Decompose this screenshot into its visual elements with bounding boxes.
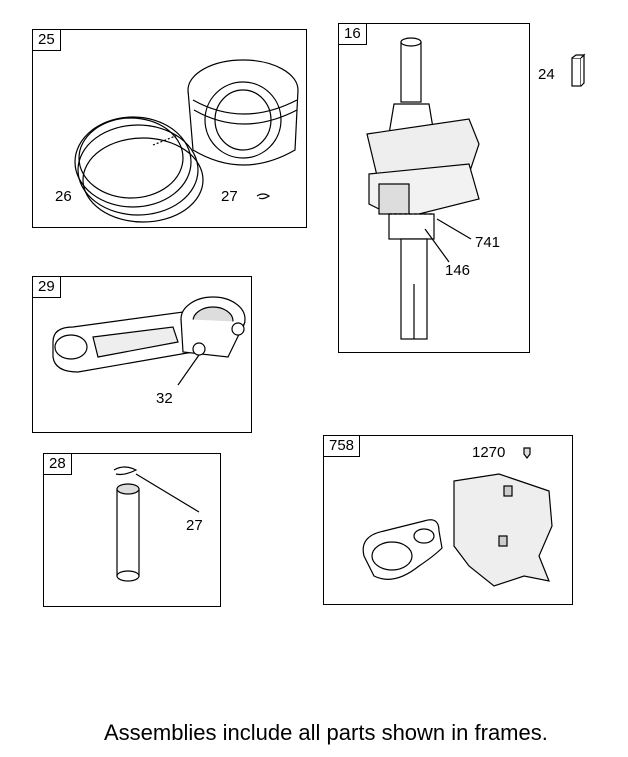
callout-screw: 1270 bbox=[472, 444, 506, 461]
frame-number: 28 bbox=[44, 454, 72, 475]
callout-clip: 27 bbox=[186, 517, 203, 534]
callout-bolt: 32 bbox=[156, 390, 173, 407]
callout-rings: 26 bbox=[55, 188, 72, 205]
frame-758-housing: 758 1270 bbox=[323, 435, 573, 605]
frame-29-connecting-rod: 29 32 bbox=[32, 276, 252, 433]
frame-28-wrist-pin: 28 27 bbox=[43, 453, 221, 607]
key-illustration bbox=[571, 53, 586, 87]
connecting-rod-illustration bbox=[52, 296, 246, 386]
frame-number: 758 bbox=[324, 436, 361, 457]
frame-16-crankshaft: 16 741 146 bbox=[338, 23, 530, 353]
footer-note: Assemblies include all parts shown in fr… bbox=[104, 720, 548, 745]
callout-key: 24 bbox=[538, 66, 555, 83]
housing-illustration bbox=[362, 447, 553, 587]
crankshaft-illustration bbox=[366, 37, 480, 340]
piston-illustration bbox=[74, 59, 299, 223]
wrist-pin-illustration bbox=[113, 466, 200, 582]
frame-number: 16 bbox=[339, 24, 367, 45]
callout-keeper: 27 bbox=[221, 188, 238, 205]
frame-number: 25 bbox=[33, 30, 61, 51]
frame-number: 29 bbox=[33, 277, 61, 298]
callout-gear-b: 146 bbox=[445, 262, 471, 279]
callout-gear-a: 741 bbox=[475, 234, 501, 251]
frame-25-piston-assembly: 25 26 27 bbox=[32, 29, 307, 228]
